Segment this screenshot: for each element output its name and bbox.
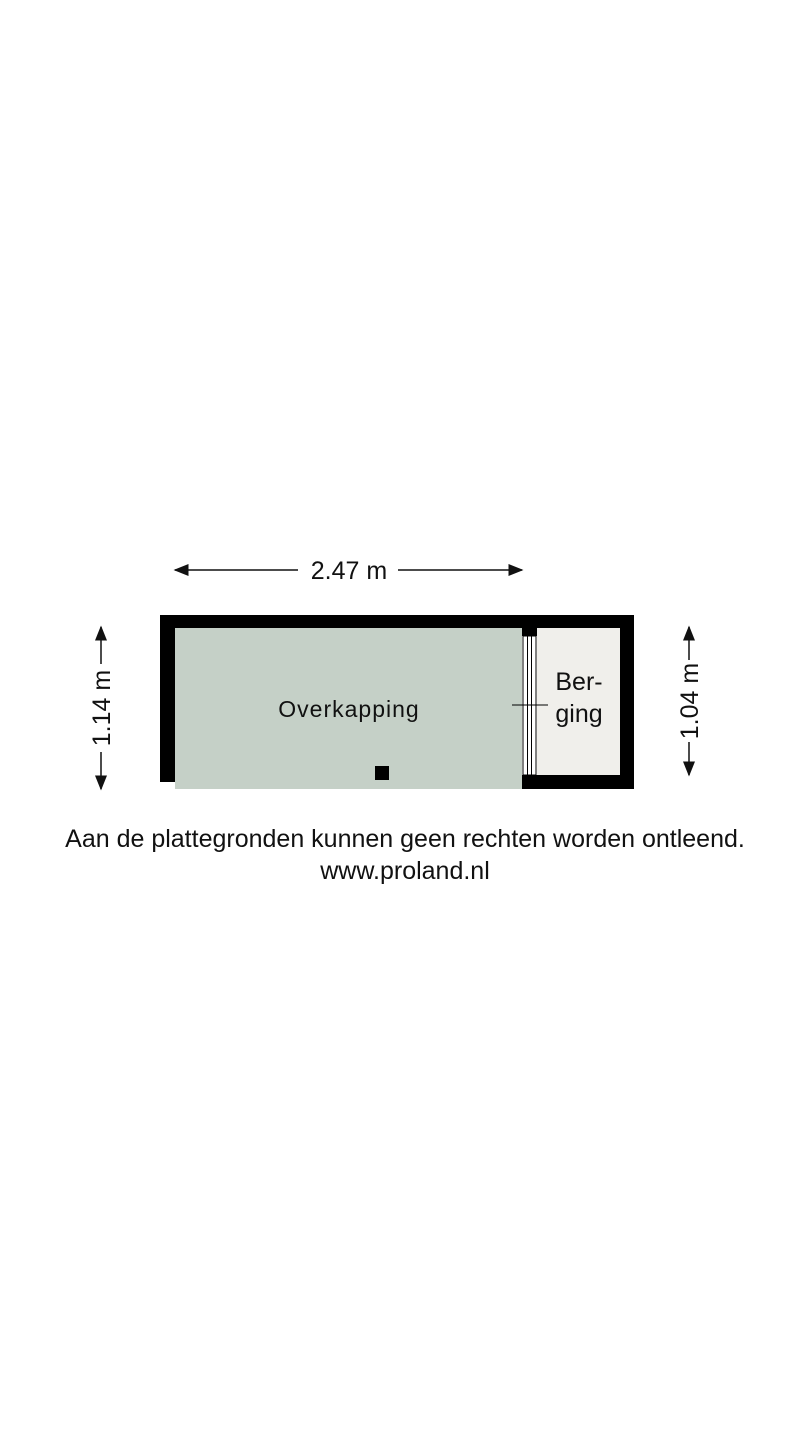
dimension-width: 2.47 m: [173, 557, 524, 585]
walls: [160, 615, 634, 789]
website-text: www.proland.nl: [320, 857, 490, 885]
door: [512, 635, 548, 776]
dimension-width-label: 2.47 m: [311, 557, 387, 585]
room-overkapping: [175, 628, 522, 789]
room-label-berging-line2: ging: [555, 700, 602, 728]
disclaimer-text: Aan de plattegronden kunnen geen rechten…: [65, 825, 745, 853]
room-label-berging-line1: Ber-: [555, 668, 602, 696]
room-berging: [537, 628, 620, 775]
room-label-overkapping: Overkapping: [278, 696, 419, 722]
dimension-right-height-label: 1.04 m: [676, 663, 704, 739]
dimension-left-height: 1.14 m: [88, 625, 116, 791]
column: [375, 766, 389, 780]
dimension-right-height: 1.04 m: [676, 625, 704, 777]
dimension-left-height-label: 1.14 m: [88, 670, 116, 746]
